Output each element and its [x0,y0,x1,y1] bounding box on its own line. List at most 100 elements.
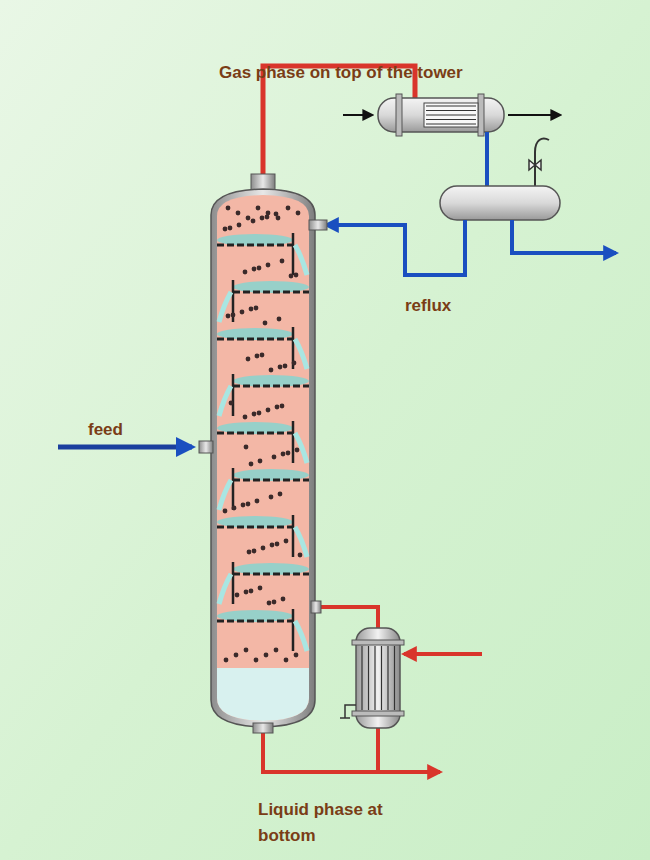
illustration-part [266,263,271,268]
illustration-part [512,220,616,253]
illustration-part [219,292,231,322]
illustration-part [292,421,295,463]
illustration-part [219,574,231,604]
illustration-part [263,722,440,772]
illustration-part [361,646,362,710]
illustration-part [529,160,541,170]
illustration-part [292,233,295,275]
illustration-part [233,385,309,388]
illustration-part [272,600,277,605]
illustration-part [426,115,476,116]
illustration-part [233,479,309,482]
illustration-part [233,563,309,575]
illustration-part [294,653,299,658]
illustration-part [219,480,231,510]
illustration-part [286,206,291,211]
illustration-part [286,451,291,456]
illustration-part [217,526,293,529]
illustration-part [485,132,489,188]
illustration-part [264,653,269,658]
distillation-column [199,174,327,733]
illustration-part [246,357,251,362]
illustration-part [284,658,289,663]
illustration-part [223,227,228,232]
stream-label: Liquid phase at bottom [258,797,408,850]
illustration-part [276,216,281,221]
illustration-part [426,106,476,107]
illustration-part [249,462,254,467]
illustration-part [199,441,213,453]
illustration-part [263,321,268,326]
illustration-part [440,186,560,220]
illustration-part [233,375,309,387]
illustration-part [234,653,239,658]
illustration-part [381,646,382,710]
illustration-part [266,408,271,413]
illustration-part [296,211,301,216]
illustration-part [281,597,286,602]
illustration-part [240,310,245,315]
illustration-part [232,468,235,510]
illustration-part [58,445,192,450]
illustration-part [426,119,476,120]
illustration-part [258,459,263,464]
illustration-part [251,219,256,224]
illustration-part [394,646,395,710]
illustration-part [257,411,262,416]
stream-label: feed [88,417,168,443]
illustration-part [311,601,321,613]
feed-line [58,447,192,448]
illustration-part [257,266,262,271]
illustration-part [284,539,289,544]
illustration-part [247,550,252,555]
illustration-part [534,152,536,188]
illustration-part [376,728,380,772]
illustration-part [269,368,274,373]
illustration-part [246,216,251,221]
illustration-part [396,94,402,136]
illustration-part [233,281,309,293]
illustration-part [295,339,307,369]
illustration-part [278,492,283,497]
illustration-part [283,364,288,369]
illustration-part [424,103,478,127]
illustration-part [233,469,309,481]
illustration-part [226,206,231,211]
illustration-part [254,658,259,663]
illustration-part [265,215,270,220]
illustration-part [270,543,275,548]
illustration-part [266,211,271,216]
illustration-part [223,509,228,514]
illustration-part [280,259,285,264]
illustration-part [217,244,293,247]
illustration-part [340,717,350,719]
illustration-part [211,189,315,727]
reflux-line [326,220,616,275]
illustration-part [387,646,388,710]
illustration-part [260,353,265,358]
illustration-part [217,516,293,528]
illustration-part [253,723,273,733]
illustration-part [295,527,307,557]
illustration-part [217,432,293,435]
illustration-part [404,652,482,656]
illustration-part [228,226,233,231]
reflux-drum [440,186,560,220]
illustration-part [224,658,229,663]
illustration-part [326,220,465,275]
illustration-part [343,114,372,116]
illustration-part [243,415,248,420]
illustration-part [318,607,378,628]
stream-label: reflux [405,293,485,319]
illustration-part [352,711,404,716]
illustration-part [292,361,297,366]
illustration-part [269,495,274,500]
illustration-part [229,401,234,406]
stream-label: Gas phase on top of the tower [219,60,519,86]
condensate-line [487,132,549,188]
illustration-part [272,455,277,460]
illustration-part [244,445,249,450]
illustration-part [217,338,293,341]
illustration-part [254,306,259,311]
